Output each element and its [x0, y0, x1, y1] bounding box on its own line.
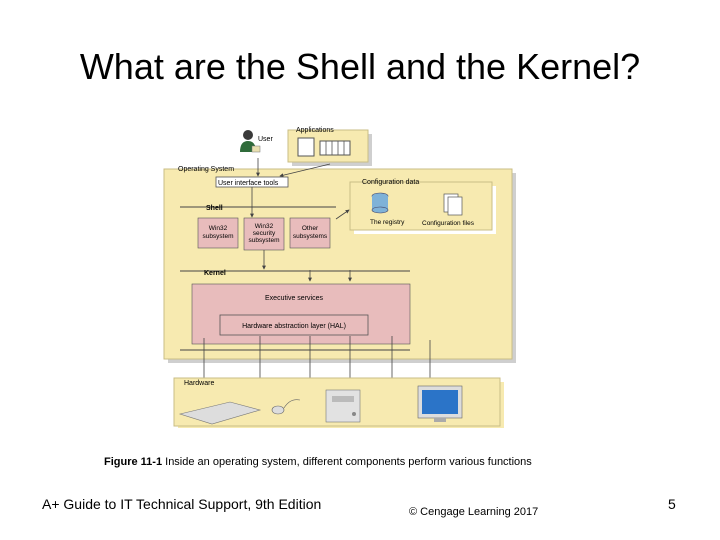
page-number: 5	[668, 496, 676, 512]
win32-subsystem-box	[197, 217, 239, 249]
executive-services-label: Executive services	[265, 295, 323, 302]
user-icon	[240, 130, 261, 153]
configuration-files-label: Configuration files	[422, 220, 475, 227]
other-subsystems-line2: subsystems	[293, 233, 328, 240]
mouse-icon	[271, 399, 301, 415]
configuration-data-label: Configuration data	[362, 179, 419, 186]
footer-book-title: A+ Guide to IT Technical Support, 9th Ed…	[42, 496, 322, 512]
figure-caption-label: Figure 11-1	[104, 456, 163, 468]
spreadsheet-icon	[319, 140, 351, 156]
shell-label: Shell	[206, 205, 223, 212]
os-diagram: Operating System Applications User User …	[163, 127, 516, 428]
other-subsystems-line1: Other	[302, 225, 319, 232]
slide-title: What are the Shell and the Kernel?	[79, 46, 641, 87]
hal-label: Hardware abstraction layer (HAL)	[242, 323, 346, 330]
figure-caption-text: Inside an operating system, different co…	[162, 456, 532, 468]
operating-system-label: Operating System	[178, 166, 234, 173]
footer-copyright: © Cengage Learning 2017	[409, 506, 539, 518]
user-label: User	[258, 136, 273, 143]
win32-subsystem-line2: subsystem	[202, 233, 233, 240]
other-subsystems-box	[289, 217, 331, 249]
win32-security-line3: subsystem	[248, 237, 279, 244]
keyboard-icon	[178, 401, 262, 425]
computer-case-icon	[325, 389, 361, 423]
document-icon	[297, 137, 315, 157]
win32-security-line1: Win32	[255, 223, 274, 230]
win32-security-subsystem-box	[243, 217, 285, 251]
kernel-label: Kernel	[204, 270, 226, 277]
figure-caption: Figure 11-1 Inside an operating system, …	[104, 456, 532, 468]
registry-label: The registry	[370, 219, 405, 226]
hal-box	[219, 314, 369, 336]
hardware-label: Hardware	[184, 380, 214, 387]
monitor-icon	[417, 385, 463, 422]
win32-security-line2: security	[253, 230, 276, 237]
user-interface-tools-label: User interface tools	[218, 180, 279, 187]
applications-label: Applications	[296, 127, 334, 134]
win32-subsystem-line1: Win32	[209, 225, 228, 232]
